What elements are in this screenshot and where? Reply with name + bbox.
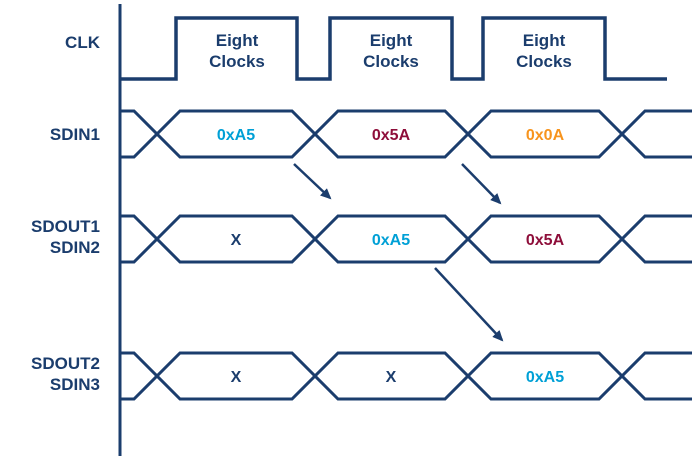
pulse-1-line-2: Clocks xyxy=(209,52,265,71)
shift-arrow-3 xyxy=(434,267,504,342)
sdout2-value-3: 0xA5 xyxy=(526,369,564,386)
sdout2-value-2: X xyxy=(386,369,397,386)
clk-waveform xyxy=(120,16,667,81)
sdout1-bus-line-b xyxy=(120,214,692,264)
sdin1-bus-line-b xyxy=(120,109,692,159)
pulse-3-line-1: Eight xyxy=(523,31,566,50)
pulse-3-line-2: Clocks xyxy=(516,52,572,71)
sdout1-value-3: 0x5A xyxy=(526,232,565,249)
shift-arrow-2 xyxy=(461,163,502,205)
sdin3-label: SDIN3 xyxy=(50,375,100,394)
clk-pulse-label-3: Eight Clocks xyxy=(516,31,572,71)
clk-pulse-label-1: Eight Clocks xyxy=(209,31,265,71)
clk-label: CLK xyxy=(65,33,101,52)
signal-row-sdout1-sdin2: SDOUT1 SDIN2 X 0xA5 0x5A xyxy=(31,214,692,264)
signal-row-sdout2-sdin3: SDOUT2 SDIN3 X X 0xA5 xyxy=(31,351,692,401)
clk-pulse-label-2: Eight Clocks xyxy=(363,31,419,71)
sdout1-label: SDOUT1 xyxy=(31,217,100,236)
shift-arrow-1 xyxy=(293,163,332,200)
sdout2-bus-line-b xyxy=(120,351,692,401)
sdin1-value-3: 0x0A xyxy=(526,127,565,144)
sdout1-value-1: X xyxy=(231,232,242,249)
pulse-1-line-1: Eight xyxy=(216,31,259,50)
signal-row-sdin1: SDIN1 0xA5 0x5A 0x0A xyxy=(50,109,692,159)
pulse-2-line-2: Clocks xyxy=(363,52,419,71)
sdin1-value-2: 0x5A xyxy=(372,127,411,144)
sdout2-label: SDOUT2 xyxy=(31,354,100,373)
sdin1-label: SDIN1 xyxy=(50,125,100,144)
sdin1-value-1: 0xA5 xyxy=(217,127,255,144)
sdout1-value-2: 0xA5 xyxy=(372,232,410,249)
clk-row: CLK Eight Clocks Eight Clocks Eight Cloc… xyxy=(65,16,667,81)
pulse-2-line-1: Eight xyxy=(370,31,413,50)
sdin2-label: SDIN2 xyxy=(50,238,100,257)
sdout2-value-1: X xyxy=(231,369,242,386)
